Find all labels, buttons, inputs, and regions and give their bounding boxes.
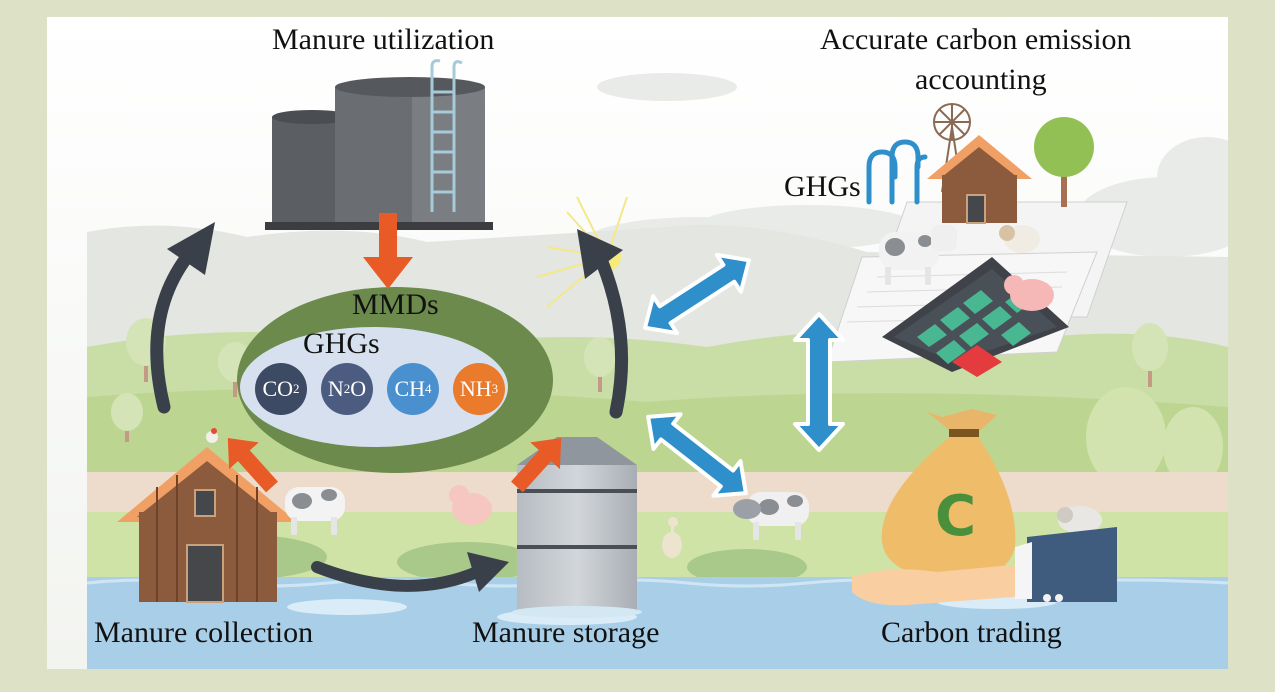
cycle-arrow-left-head — [167, 222, 215, 275]
label-ghgs-inner: GHGs — [303, 327, 380, 360]
bag-letter: C — [935, 484, 976, 549]
collection-to-storage-arrow-head — [467, 552, 509, 592]
orange-arrow-down — [363, 213, 413, 289]
digester-tanks-icon — [265, 59, 493, 230]
label-mmds: MMDs — [352, 288, 439, 321]
label-manure-utilization: Manure utilization — [272, 23, 495, 56]
label-manure-storage: Manure storage — [472, 616, 660, 649]
label-carbon-trading: Carbon trading — [881, 616, 1062, 649]
cycle-arrow-left — [150, 250, 194, 414]
blue-double-arrow-top — [643, 252, 751, 336]
cycle-arrow-right-head — [577, 229, 623, 279]
orange-arrow-silo — [511, 437, 562, 493]
sheep-icon-top — [999, 225, 1040, 253]
label-manure-collection: Manure collection — [94, 616, 314, 649]
ghg-plume-icon — [866, 139, 928, 205]
blue-double-arrow-vertical — [793, 312, 845, 452]
carbon-money-bag-icon: C — [881, 409, 1016, 580]
blue-double-arrow-bottom — [646, 412, 748, 498]
cow-icon-mid — [733, 492, 809, 540]
tree-icon-top-right — [1034, 117, 1094, 207]
farmhouse-icon — [927, 135, 1032, 224]
label-accounting-line1: Accurate carbon emission — [820, 23, 1132, 56]
scene-illustration: C — [47, 17, 1228, 669]
dirt-path — [87, 472, 1228, 512]
cycle-arrow-right — [595, 255, 629, 419]
cow-icon-right — [879, 225, 957, 285]
pig-icon-left — [449, 485, 492, 525]
sheep-icon-right — [1057, 506, 1102, 534]
collection-to-storage-arrow — [311, 561, 483, 592]
hand-icon — [852, 527, 1117, 606]
label-ghgs-top: GHGs — [784, 170, 861, 203]
ghgs-ellipse — [240, 327, 508, 447]
orange-arrow-barn — [227, 437, 278, 493]
pig-icon-right — [1004, 275, 1054, 311]
cow-icon-left — [285, 487, 345, 535]
diagram-panel: C — [47, 17, 1228, 669]
label-accounting-line2: accounting — [915, 63, 1047, 96]
barn-icon — [117, 428, 297, 603]
goose-icon — [662, 517, 682, 558]
